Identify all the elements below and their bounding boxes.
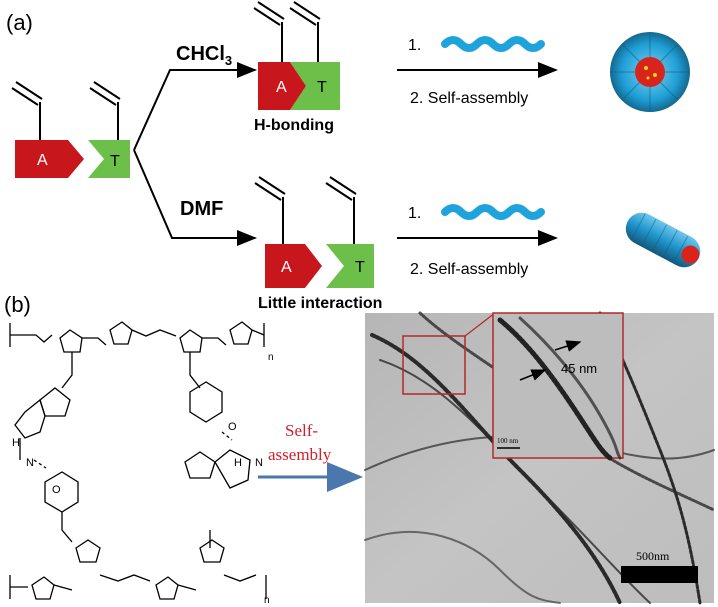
self-assembly-label-2: assembly bbox=[268, 445, 332, 464]
self-assembly-label-1: Self- bbox=[285, 421, 318, 440]
chemical-structure bbox=[9, 321, 267, 600]
solvent-dmf: DMF bbox=[180, 198, 223, 220]
separate-monomers: A T bbox=[254, 176, 374, 288]
step1-top: 1. bbox=[408, 37, 421, 54]
branch-arrow-bottom bbox=[133, 149, 257, 246]
svg-text:H: H bbox=[234, 457, 242, 469]
svg-text:n: n bbox=[264, 595, 270, 606]
cylindrical-micelle bbox=[625, 212, 701, 268]
panel-a-label: (a) bbox=[6, 10, 33, 35]
scale-bar-label: 500nm bbox=[636, 549, 670, 563]
step2-bottom: 2. Self-assembly bbox=[410, 261, 528, 278]
spherical-micelle bbox=[610, 32, 690, 112]
branch-arrow-top bbox=[133, 62, 257, 151]
monomer-a-left: A bbox=[11, 81, 84, 178]
solvent-chcl3: CHCl3 bbox=[176, 43, 232, 68]
scale-bar bbox=[621, 566, 698, 583]
pair-a-label: A bbox=[276, 79, 287, 96]
sep-a-label: A bbox=[281, 259, 292, 276]
diameter-measure: 45 nm bbox=[561, 361, 597, 376]
panel-b-label: (b) bbox=[4, 292, 31, 317]
step2-top: 2. Self-assembly bbox=[410, 90, 528, 107]
monomer-t-label: T bbox=[110, 153, 120, 170]
note-little-interaction: Little interaction bbox=[258, 295, 382, 312]
note-h-bonding: H-bonding bbox=[254, 117, 334, 134]
pair-t-label: T bbox=[317, 79, 327, 96]
svg-text:O: O bbox=[228, 421, 237, 433]
svg-text:H: H bbox=[12, 437, 20, 449]
zoom-inset bbox=[492, 312, 624, 459]
svg-text:N: N bbox=[26, 457, 34, 469]
tem-image: 45 nm 100 nm 500nm bbox=[364, 311, 716, 605]
svg-text:N: N bbox=[255, 457, 263, 469]
zoom-source-box bbox=[402, 335, 466, 395]
step1-bottom: 1. bbox=[408, 205, 421, 222]
hbonded-pair: A T bbox=[253, 1, 340, 110]
sep-t-label: T bbox=[355, 259, 365, 276]
inset-scale-label: 100 nm bbox=[497, 437, 519, 445]
svg-text:O: O bbox=[52, 484, 61, 496]
svg-text:n: n bbox=[268, 352, 274, 363]
monomer-a-label: A bbox=[37, 152, 48, 169]
polymer-chain-bottom bbox=[441, 204, 545, 220]
monomer-t-left: T bbox=[88, 81, 130, 178]
polymer-chain-top bbox=[441, 36, 545, 52]
chemical-atom-labels: H N O O H N n n bbox=[12, 352, 274, 606]
